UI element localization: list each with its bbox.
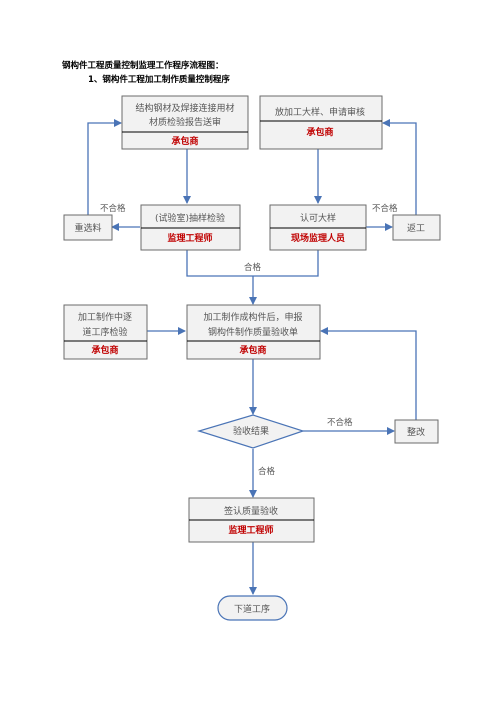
- node-reselect: 重选料: [63, 214, 113, 241]
- node-text: (试验室)抽样检验: [155, 212, 225, 224]
- connectors: [87, 119, 417, 595]
- doc-subtitle: 1、钢构件工程加工制作质量控制程序: [88, 75, 230, 85]
- edge-fix-to-submit: [320, 327, 417, 420]
- label-pass-merge: 合格: [244, 262, 262, 273]
- doc-title: 钢构件工程质量控制监理工作程序流程图：: [62, 61, 224, 71]
- node-layout-review: 放加工大样、申请审核 承包商: [259, 95, 383, 150]
- node-text: 下道工序: [234, 603, 270, 615]
- label-fail-left: 不合格: [100, 203, 126, 214]
- node-text: 认可大样: [300, 212, 336, 224]
- node-text: 重选料: [74, 222, 101, 234]
- node-role: 承包商: [91, 344, 118, 356]
- node-text: 材质检验报告送审: [149, 116, 221, 128]
- node-text: 结构钢材及焊接连接用材: [135, 102, 234, 114]
- node-process-check: 加工制作中逐 道工序检验 承包商: [63, 304, 148, 360]
- node-text: 加工制作成构件后，申报: [203, 311, 302, 323]
- node-material-report: 结构钢材及焊接连接用材 材质检验报告送审 承包商: [121, 95, 249, 150]
- node-text: 返工: [407, 222, 425, 234]
- node-role: 监理工程师: [167, 232, 212, 244]
- label-fail-result: 不合格: [327, 417, 353, 428]
- node-text: 验收结果: [233, 425, 269, 437]
- edge-rework-to-layout: [382, 119, 417, 215]
- node-rework: 返工: [392, 214, 441, 241]
- node-role: 承包商: [306, 126, 333, 138]
- node-text: 道工序检验: [82, 326, 127, 338]
- node-role: 承包商: [239, 344, 266, 356]
- label-fail-right: 不合格: [372, 203, 398, 214]
- node-text: 整改: [407, 426, 425, 438]
- node-submit-acceptance: 加工制作成构件后，申报 钢构件制作质量验收单 承包商: [186, 304, 321, 360]
- node-fix: 整改: [394, 419, 439, 444]
- node-text: 签认质量验收: [224, 505, 278, 517]
- node-sign-acceptance: 签认质量验收 监理工程师: [188, 497, 315, 543]
- node-role: 现场监理人员: [291, 232, 345, 244]
- node-role: 承包商: [171, 135, 198, 147]
- node-text: 放加工大样、申请审核: [275, 106, 365, 118]
- node-approve-layout: 认可大样 现场监理人员: [269, 204, 367, 251]
- node-text: 加工制作中逐: [78, 311, 132, 323]
- node-sampling: (试验室)抽样检验 监理工程师: [140, 204, 241, 251]
- label-pass-result: 合格: [258, 466, 276, 477]
- node-text: 钢构件制作质量验收单: [208, 326, 298, 338]
- node-result-decision: 验收结果: [196, 414, 305, 449]
- edge-reselect-to-material: [87, 119, 122, 215]
- node-next-process: 下道工序: [217, 595, 288, 621]
- node-role: 监理工程师: [228, 524, 273, 536]
